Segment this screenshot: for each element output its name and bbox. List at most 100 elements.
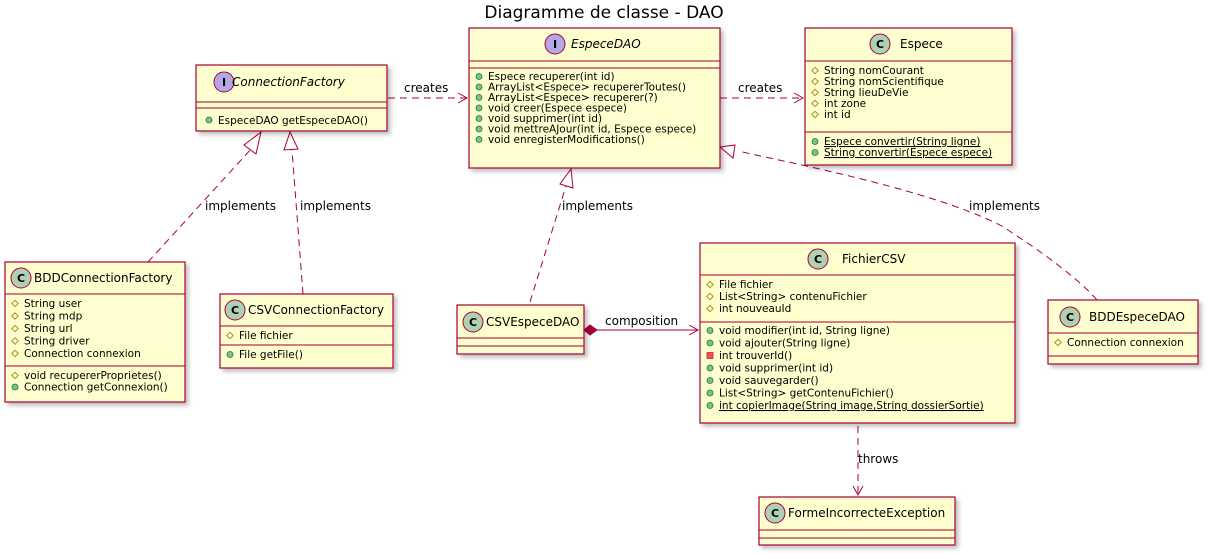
class-badge-icon: C bbox=[876, 38, 884, 51]
public-visibility-icon bbox=[475, 125, 483, 133]
label-dao-creates: creates bbox=[738, 81, 782, 95]
field: int id bbox=[824, 109, 851, 121]
protected-visibility-icon bbox=[811, 99, 819, 108]
class-name: EspeceDAO bbox=[571, 37, 641, 51]
label-bdd-dao-implements: implements bbox=[969, 199, 1040, 213]
protected-visibility-icon bbox=[1054, 338, 1062, 347]
class-name: Espece bbox=[900, 37, 943, 51]
private-visibility-icon bbox=[706, 352, 714, 359]
public-visibility-icon bbox=[475, 83, 483, 91]
method: void enregisterModifications() bbox=[488, 134, 645, 146]
method: List<String> getContenuFichier() bbox=[719, 388, 894, 400]
class-name: FichierCSV bbox=[842, 252, 906, 266]
public-visibility-icon bbox=[11, 383, 19, 391]
method: void mettreAJour(int id, Espece espece) bbox=[488, 124, 696, 136]
protected-visibility-icon bbox=[226, 331, 234, 340]
class-connection-factory: I ConnectionFactory EspeceDAO getEspeceD… bbox=[195, 64, 388, 132]
label-composition: composition bbox=[605, 314, 678, 328]
relation-csv-cf-implements bbox=[283, 130, 304, 295]
method: String convertir(Espece espece) bbox=[824, 147, 992, 159]
public-visibility-icon bbox=[811, 149, 819, 156]
protected-visibility-icon bbox=[11, 337, 19, 345]
field: String lieuDeVie bbox=[824, 87, 909, 99]
method: File getFile() bbox=[239, 349, 303, 361]
public-visibility-icon bbox=[706, 402, 714, 409]
class-name: CSVEspeceDAO bbox=[486, 315, 580, 329]
public-visibility-icon bbox=[706, 364, 714, 372]
class-name: CSVConnectionFactory bbox=[248, 303, 384, 317]
field: Connection connexion bbox=[24, 348, 141, 360]
public-visibility-icon bbox=[706, 327, 714, 334]
field: String nomScientifique bbox=[824, 76, 944, 88]
field: Connection connexion bbox=[1067, 337, 1184, 349]
public-visibility-icon bbox=[226, 351, 234, 358]
public-visibility-icon bbox=[475, 136, 483, 143]
relation-bdd-dao-implements bbox=[718, 144, 1098, 301]
class-badge-icon: C bbox=[1066, 311, 1074, 324]
field: int zone bbox=[824, 98, 866, 110]
method: void recupererProprietes() bbox=[24, 370, 162, 382]
protected-visibility-icon bbox=[706, 280, 714, 289]
method: Espece recuperer(int id) bbox=[488, 71, 615, 83]
class-badge-icon: C bbox=[771, 507, 779, 520]
field: String driver bbox=[24, 336, 90, 348]
label-bdd-cf-implements: implements bbox=[205, 199, 276, 213]
public-visibility-icon bbox=[475, 94, 483, 101]
label-cf-creates: creates bbox=[404, 81, 448, 95]
public-visibility-icon bbox=[706, 339, 714, 347]
protected-visibility-icon bbox=[811, 88, 819, 97]
protected-visibility-icon bbox=[11, 312, 19, 320]
method: EspeceDAO getEspeceDAO() bbox=[218, 115, 368, 127]
relation-bdd-cf-implements bbox=[147, 130, 262, 263]
field: String user bbox=[24, 298, 82, 310]
protected-visibility-icon bbox=[706, 292, 714, 301]
protected-visibility-icon bbox=[811, 110, 819, 119]
method: Espece convertir(String ligne) bbox=[824, 136, 980, 148]
method: void supprimer(int id) bbox=[719, 363, 833, 375]
class-name: ConnectionFactory bbox=[232, 75, 346, 89]
protected-visibility-icon bbox=[11, 349, 19, 358]
label-csv-cf-implements: implements bbox=[300, 199, 371, 213]
method: ArrayList<Espece> recupererToutes() bbox=[488, 82, 686, 94]
class-csv-espece-dao: C CSVEspeceDAO bbox=[456, 304, 585, 355]
relation-cf-creates-espece-dao bbox=[388, 92, 469, 104]
relation-csv-dao-implements bbox=[529, 167, 574, 303]
field: File fichier bbox=[719, 279, 773, 291]
class-badge-icon: C bbox=[231, 304, 239, 317]
method: void supprimer(int id) bbox=[488, 113, 602, 125]
class-bdd-espece-dao: C BDDEspeceDAO Connection connexion bbox=[1047, 299, 1199, 365]
field: File fichier bbox=[239, 330, 293, 342]
field: List<String> contenuFichier bbox=[719, 291, 867, 303]
protected-visibility-icon bbox=[811, 77, 819, 86]
public-visibility-icon bbox=[475, 73, 483, 80]
class-bdd-connection-factory: C BDDConnectionFactory String userString… bbox=[4, 261, 186, 403]
public-visibility-icon bbox=[706, 377, 714, 384]
method: void ajouter(String ligne) bbox=[719, 338, 850, 350]
field: String nomCourant bbox=[824, 65, 924, 77]
method: ArrayList<Espece> recuperer(?) bbox=[488, 92, 658, 104]
class-forme-incorrecte-exception: C FormeIncorrecteException bbox=[758, 496, 956, 546]
public-visibility-icon bbox=[475, 104, 483, 112]
protected-visibility-icon bbox=[811, 66, 819, 75]
method: int copierImage(String image,String doss… bbox=[719, 400, 984, 412]
class-name: FormeIncorrecteException bbox=[788, 506, 945, 520]
protected-visibility-icon bbox=[11, 299, 19, 308]
class-badge-icon: C bbox=[814, 253, 822, 266]
class-name: BDDEspeceDAO bbox=[1089, 310, 1185, 324]
field: String mdp bbox=[24, 311, 83, 323]
label-csv-dao-implements: implements bbox=[562, 199, 633, 213]
class-badge-icon: C bbox=[469, 316, 477, 329]
public-method-icon bbox=[205, 116, 213, 124]
diagram-title: Diagramme de classe - DAO bbox=[484, 3, 723, 23]
method: void modifier(int id, String ligne) bbox=[719, 325, 890, 337]
method: void creer(Espece espece) bbox=[488, 103, 627, 115]
relation-composition bbox=[583, 324, 700, 336]
relation-throws bbox=[852, 426, 864, 497]
method: void sauvegarder() bbox=[719, 375, 819, 387]
field: String url bbox=[24, 323, 73, 335]
public-visibility-icon bbox=[475, 115, 483, 122]
class-name: BDDConnectionFactory bbox=[34, 271, 172, 285]
interface-badge-icon: I bbox=[222, 76, 226, 89]
